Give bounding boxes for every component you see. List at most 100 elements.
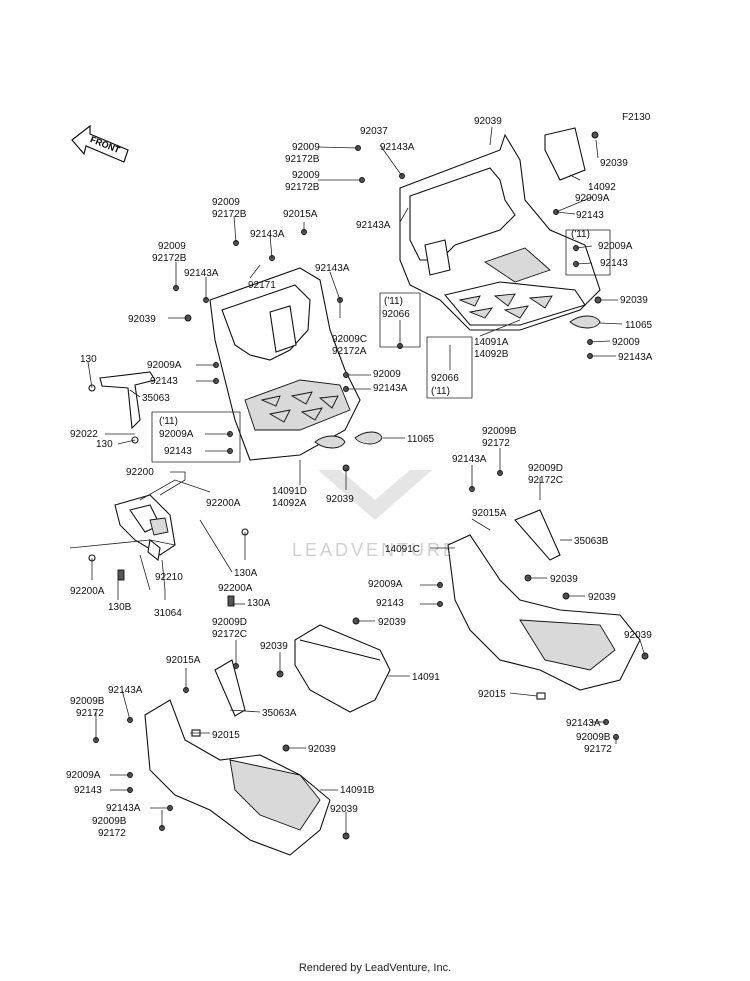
part-label: 92172: [98, 828, 126, 839]
part-label: 92143A: [452, 454, 487, 465]
part-label: 92039: [624, 630, 652, 641]
part-label: 92200A: [218, 583, 253, 594]
part-label: 92143: [576, 210, 604, 221]
part-label: 92066: [431, 373, 459, 384]
part-label: 92143A: [373, 383, 408, 394]
part-label: 92172C: [528, 475, 563, 486]
part-label: 35063A: [262, 708, 297, 719]
part-label: 92171: [248, 280, 276, 291]
part-label: 92015: [478, 689, 506, 700]
part-label: 92009A: [368, 579, 403, 590]
part-label: 35063: [142, 393, 170, 404]
part-label: 92039: [378, 617, 406, 628]
part-label: 35063B: [574, 536, 609, 547]
part-label: 92009C: [332, 334, 367, 345]
part-label: 92172: [76, 708, 104, 719]
part-label: 92039: [260, 641, 288, 652]
part-label: 92009A: [575, 193, 610, 204]
part-label: 92009A: [159, 429, 194, 440]
front-arrow-icon: FRONT: [71, 124, 129, 163]
part-label: 92015: [212, 730, 240, 741]
part-label: 92009A: [598, 241, 633, 252]
part-label: 92143: [376, 598, 404, 609]
part-label: 92143A: [618, 352, 653, 363]
part-label: 92172B: [152, 253, 187, 264]
part-label: 11065: [625, 320, 653, 331]
part-label: 92172B: [285, 182, 320, 193]
part-label: 14091B: [340, 785, 375, 796]
part-label: 92039: [600, 158, 628, 169]
part-label: 14092A: [272, 498, 307, 509]
figure-code: F2130: [622, 112, 651, 123]
part-label: 92009D: [528, 463, 563, 474]
part-label: 92039: [330, 804, 358, 815]
part-label: 92022: [70, 429, 98, 440]
watermark-logo: LEADVENTURE: [292, 470, 458, 560]
part-label: ('11): [384, 296, 403, 307]
part-label: 130: [80, 354, 97, 365]
part-label: 92015A: [283, 209, 318, 220]
center-guard-panel: [294, 624, 391, 713]
part-label: 92009B: [576, 732, 611, 743]
part-label: 92009: [212, 197, 240, 208]
right-side-guard: [447, 509, 641, 700]
part-label: 92200A: [206, 498, 241, 509]
right-floor-pan: [399, 127, 601, 331]
part-label: 92009B: [92, 816, 127, 827]
part-label: 130A: [247, 598, 271, 609]
part-label: 14091D: [272, 486, 307, 497]
part-label: 92009: [612, 337, 640, 348]
part-label: 130A: [234, 568, 258, 579]
left-side-guard: [144, 659, 331, 856]
part-label: 130B: [108, 602, 132, 613]
part-label: 92172: [482, 438, 510, 449]
footer-credit: Rendered by LeadVenture, Inc.: [298, 962, 452, 974]
part-label: 92009: [158, 241, 186, 252]
part-label: 92039: [326, 494, 354, 505]
part-label: 92143: [74, 785, 102, 796]
part-label: ('11): [571, 229, 590, 240]
leader-lines: [69, 126, 646, 836]
part-label: 92172C: [212, 629, 247, 640]
part-label: ('11): [431, 386, 450, 397]
part-label: 92066: [382, 309, 410, 320]
left-floor-pan: [209, 267, 383, 461]
part-label: 92009B: [482, 426, 517, 437]
part-label: 92039: [474, 116, 502, 127]
part-label: 31064: [154, 608, 182, 619]
part-label: 92015A: [166, 655, 201, 666]
part-label: 92015A: [472, 508, 507, 519]
brace-35063: [88, 371, 156, 444]
part-label: 92172A: [332, 346, 367, 357]
part-label: 92009B: [70, 696, 105, 707]
part-label: 92009: [292, 170, 320, 181]
part-label: 92172B: [285, 154, 320, 165]
part-label: 92200A: [70, 586, 105, 597]
part-label: 92143: [150, 376, 178, 387]
watermark-text: LEADVENTURE: [292, 540, 458, 560]
part-label: 92143A: [356, 220, 391, 231]
part-label: 92143A: [380, 142, 415, 153]
part-label: 92143: [164, 446, 192, 457]
part-label: 130: [96, 439, 113, 450]
part-label: 92143A: [315, 263, 350, 274]
part-label: 92009: [373, 369, 401, 380]
part-label: 92039: [550, 574, 578, 585]
part-label: 92009A: [147, 360, 182, 371]
part-label: 92143A: [108, 685, 143, 696]
part-label: 92143A: [566, 718, 601, 729]
part-label: 92039: [128, 314, 156, 325]
part-label: 92172: [584, 744, 612, 755]
part-label: 92143A: [106, 803, 141, 814]
part-label: ('11): [159, 416, 178, 427]
part-label: 11065: [407, 434, 435, 445]
part-label: 92009D: [212, 617, 247, 628]
part-label: 14091A: [474, 337, 509, 348]
part-label: 92200: [126, 467, 154, 478]
part-label: 92039: [588, 592, 616, 603]
part-label: 92039: [620, 295, 648, 306]
part-label: 92039: [308, 744, 336, 755]
part-label: 92143: [600, 258, 628, 269]
part-labels: 92037 92009 92143A 92172B 92039 92039 14…: [66, 116, 653, 839]
